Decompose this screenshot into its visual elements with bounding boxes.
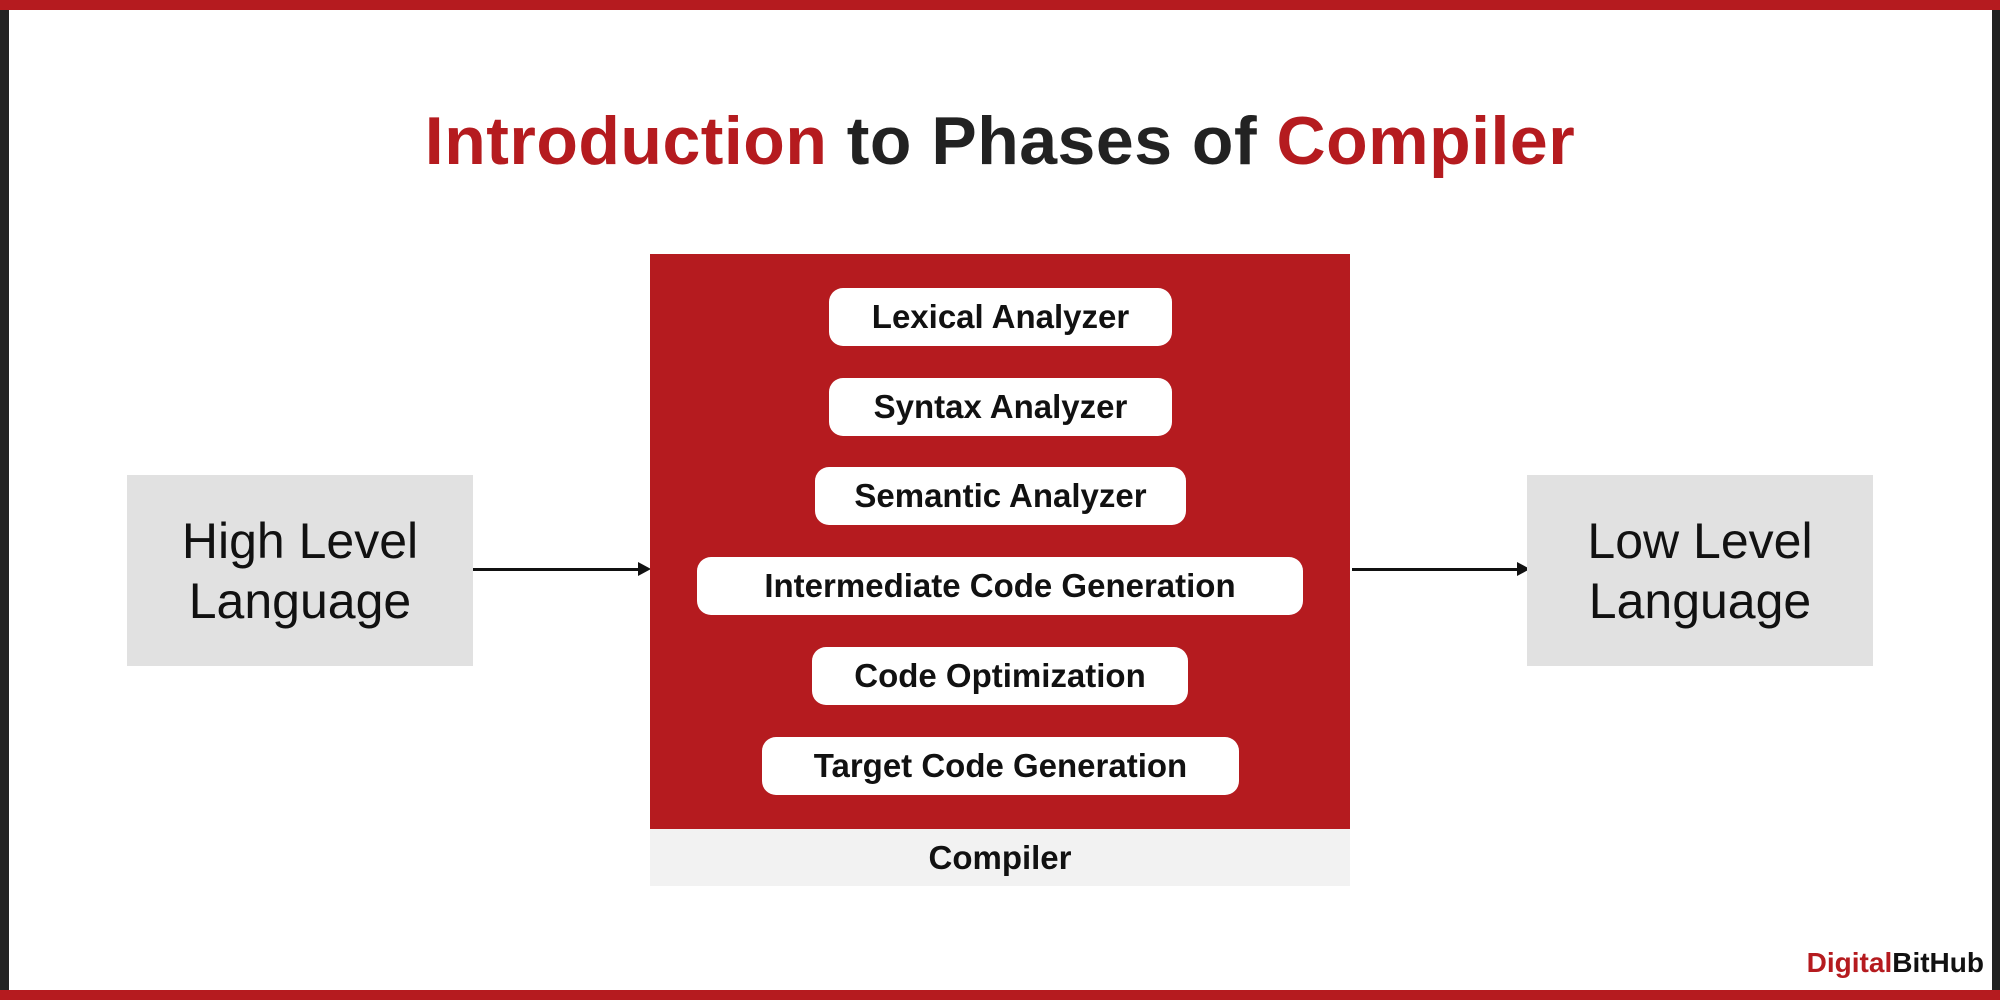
frame-right-border [1992, 0, 2000, 1000]
phase-code-optimization: Code Optimization [812, 647, 1188, 705]
phase-lexical-analyzer: Lexical Analyzer [829, 288, 1172, 346]
phase-target-code-generation: Target Code Generation [762, 737, 1239, 795]
low-level-language-line1: Low Level [1587, 512, 1813, 569]
frame-bottom-border [0, 990, 2000, 1000]
frame-left-border [0, 0, 9, 1000]
high-level-language-line1: High Level [181, 512, 419, 569]
title-highlight-compiler: Compiler [1276, 103, 1576, 179]
title-middle: to Phases of [827, 103, 1277, 179]
title-highlight-introduction: Introduction [424, 103, 828, 179]
phase-semantic-analyzer: Semantic Analyzer [815, 467, 1186, 525]
brand-bithub: BitHub [1892, 947, 1984, 978]
frame-top-border [0, 0, 2000, 10]
brand-logo: DigitalBitHub [1807, 947, 1984, 979]
low-level-language-line2: Language [1588, 572, 1812, 629]
input-arrow-line [473, 568, 645, 571]
low-level-language-box: Low Level Language [1527, 475, 1873, 666]
brand-digital: Digital [1806, 947, 1893, 978]
input-arrow-head [638, 562, 651, 576]
output-arrow-head [1517, 562, 1530, 576]
high-level-language-line2: Language [188, 572, 412, 629]
compiler-label: Compiler [650, 829, 1350, 886]
high-level-language-box: High Level Language [127, 475, 473, 666]
output-arrow-line [1352, 568, 1518, 571]
phase-syntax-analyzer: Syntax Analyzer [829, 378, 1172, 436]
compiler-block [650, 254, 1350, 829]
page-title: Introduction to Phases of Compiler [0, 102, 2000, 180]
phase-intermediate-code-generation: Intermediate Code Generation [697, 557, 1303, 615]
